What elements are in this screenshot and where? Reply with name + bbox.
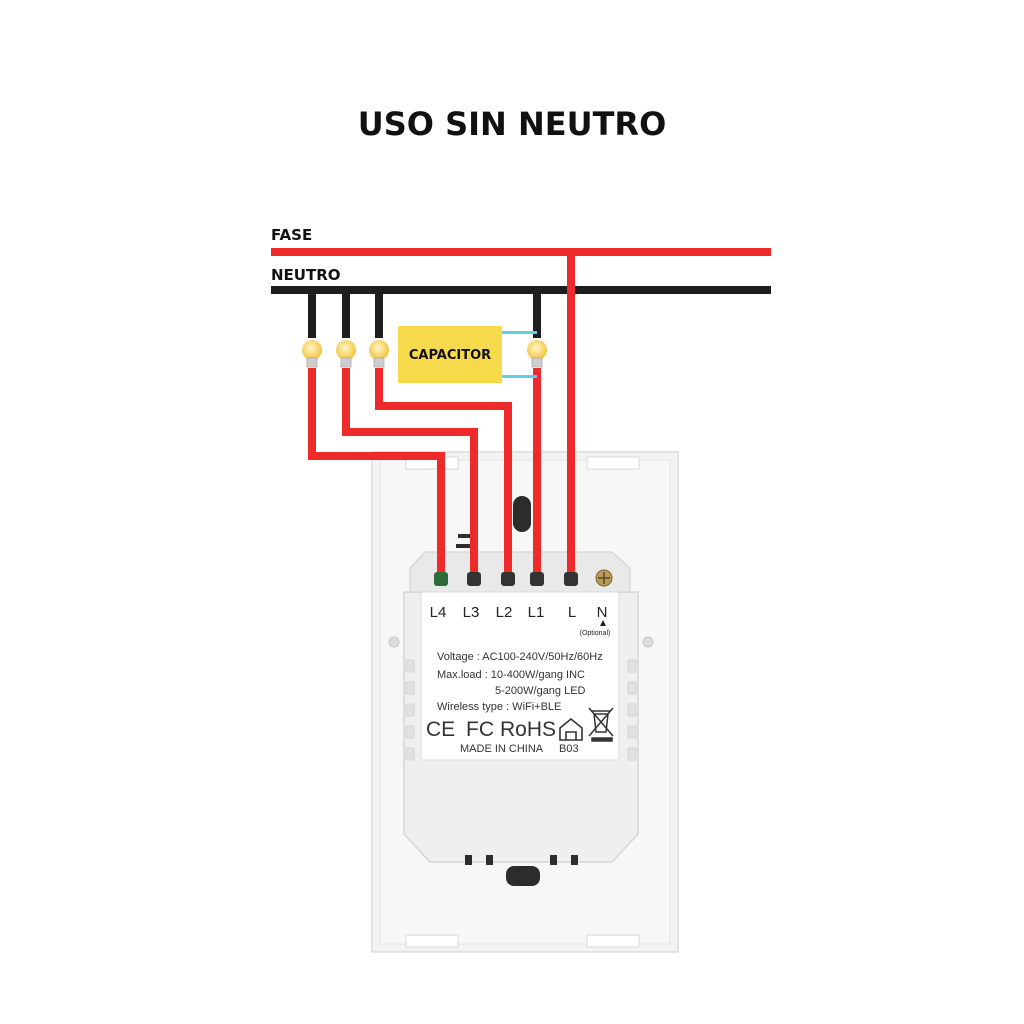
terminal-label-l1: L1 (528, 604, 545, 621)
capacitor-lead-top (500, 331, 537, 334)
ce-mark: CE (426, 718, 455, 741)
page-title: USO SIN NEUTRO (358, 105, 667, 143)
weee-bin-icon (588, 707, 614, 742)
phase-label: FASE (271, 226, 312, 244)
lightbulb-icon (336, 340, 356, 368)
fcc-mark: FC (466, 718, 494, 741)
home-icon (559, 717, 583, 741)
terminal-label-l: L (568, 604, 576, 621)
screw-terminals (434, 569, 613, 587)
wire-l2 (375, 368, 512, 580)
spec-label (420, 591, 620, 761)
wire-l3 (342, 368, 478, 580)
spec-wireless: Wireless type : WiFi+BLE (437, 701, 561, 713)
terminal-labels: L4 L3 L2 L1 L N (Optional) (430, 604, 611, 637)
terminal-label-l4: L4 (430, 604, 447, 621)
capacitor-label: CAPACITOR (409, 348, 491, 363)
phase-wire-to-l (567, 256, 575, 580)
certification-marks: CE FC RoHS (426, 707, 614, 742)
terminal-label-l3: L3 (463, 604, 480, 621)
capacitor-lead-bottom (500, 375, 537, 378)
neutral-drops (308, 294, 541, 338)
lightbulb-icon (369, 340, 389, 368)
wire-l4 (308, 368, 445, 580)
spec-max-load: Max.load : 10-400W/gang INC (437, 669, 585, 681)
spec-made-in: MADE IN CHINA (460, 743, 544, 755)
terminal-label-n: N (597, 604, 608, 621)
spec-voltage: Voltage : AC100-240V/50Hz/60Hz (437, 651, 603, 663)
switch-panel (371, 451, 679, 953)
terminal-label-l2: L2 (496, 604, 513, 621)
lightbulb-icon (302, 340, 322, 368)
load-wires (308, 368, 541, 580)
bulbs (302, 340, 547, 368)
rohs-mark: RoHS (500, 718, 556, 741)
neutral-label: NEUTRO (271, 266, 341, 284)
terminal-note: (Optional) (580, 630, 611, 637)
capacitor: CAPACITOR (398, 326, 537, 383)
capacitor-body (398, 326, 502, 383)
spec-model: B03 (559, 743, 579, 755)
phase-bus (271, 248, 771, 256)
lightbulb-icon (527, 340, 547, 368)
spec-text: Voltage : AC100-240V/50Hz/60Hz Max.load … (437, 651, 603, 755)
arrow-up-icon (600, 620, 606, 626)
spec-max-load-led: 5-200W/gang LED (495, 685, 586, 697)
neutral-bus (271, 286, 771, 294)
